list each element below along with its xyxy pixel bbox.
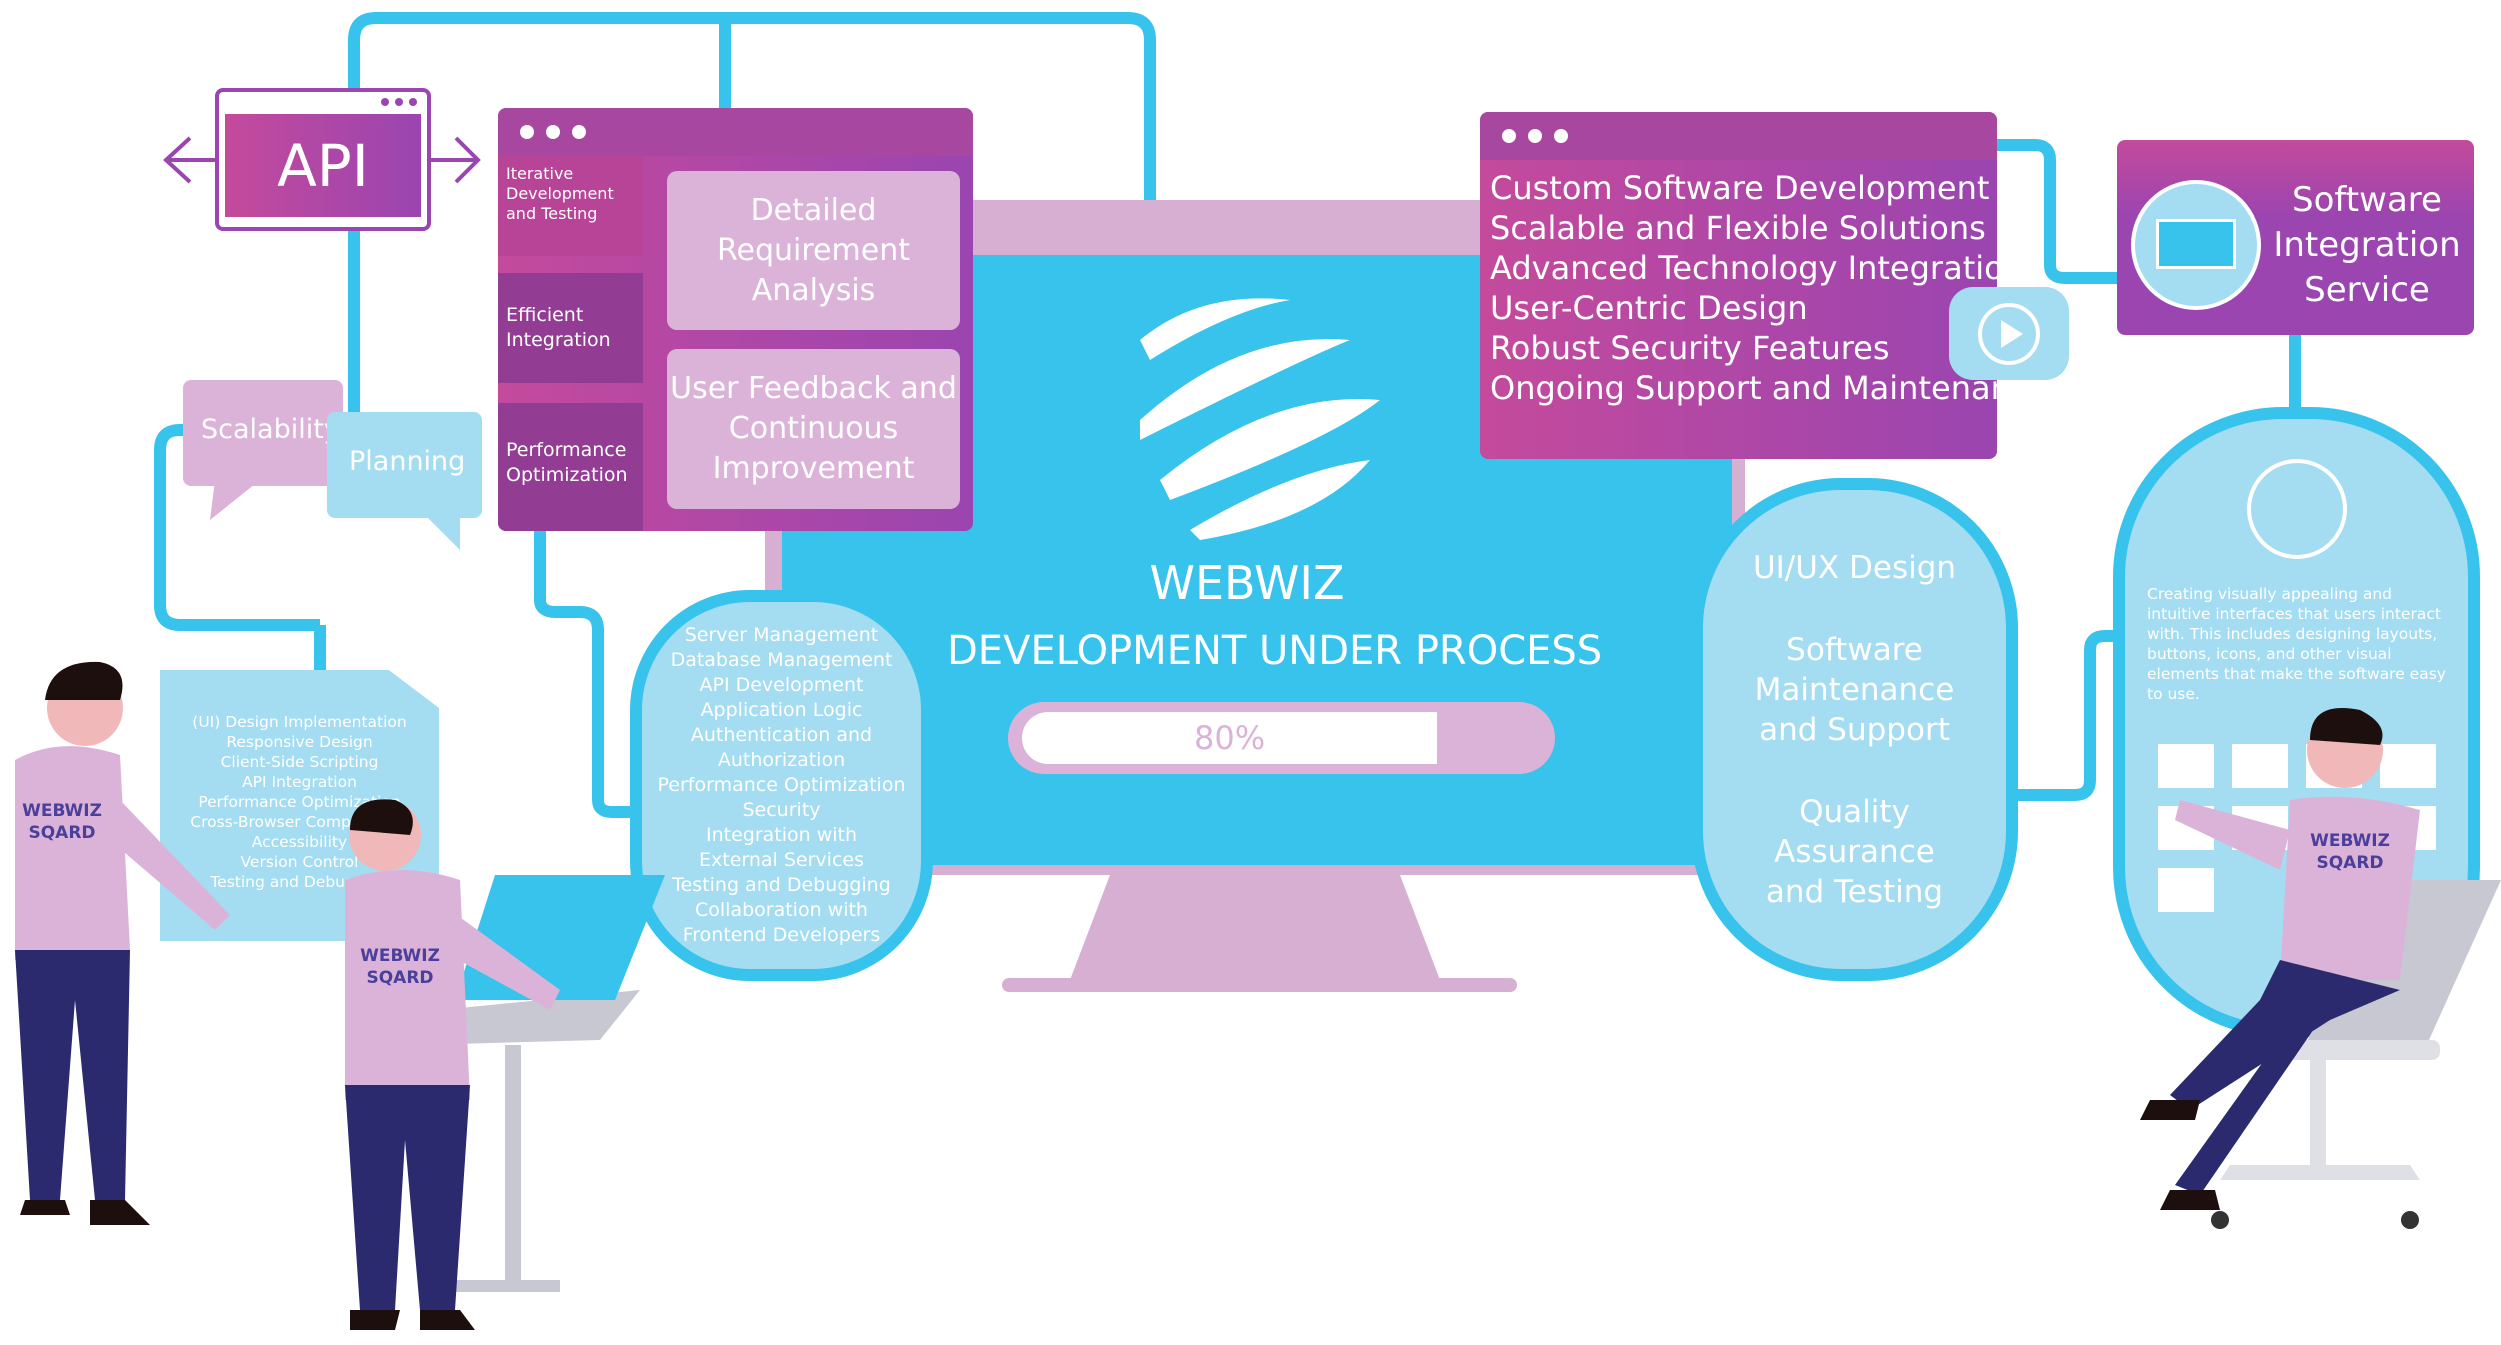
features-window: Custom Software Development Scalable and… — [1480, 112, 2069, 459]
scalability-bubble: Scalability — [183, 380, 343, 486]
api-arrows — [163, 136, 481, 184]
service-item: Quality Assurance and Testing — [1765, 793, 1944, 910]
service-item: UI/UX Design — [1752, 549, 1957, 586]
planning-bubble: Planning — [327, 412, 482, 518]
backend-bubble: Server Management Database Management AP… — [630, 590, 933, 981]
doc-item: API Integration — [242, 773, 357, 791]
requirement-analysis-box: Detailed Requirement Analysis — [667, 171, 960, 330]
doc-item: Cross-Browser Compatibility — [190, 813, 409, 831]
webwiz-logo — [1140, 298, 1380, 540]
frontend-document: (UI) Design Implementation Responsive De… — [160, 670, 439, 941]
backend-item: Security — [742, 799, 821, 821]
doc-item: (UI) Design Implementation — [192, 713, 407, 731]
backend-item: Application Logic — [700, 699, 863, 721]
brand-name: WEBWIZ — [1149, 556, 1345, 610]
api-label: API — [225, 114, 421, 217]
shirt-text: WEBWIZ SQARD — [2310, 831, 2390, 873]
doc-item: Testing and Debugging — [210, 873, 389, 891]
uiux-description: Creating visually appealing and intuitiv… — [2147, 585, 2446, 703]
uiux-bubble: Creating visually appealing and intuitiv… — [2113, 407, 2480, 1037]
progress-label: 80% — [1194, 719, 1266, 757]
doc-item: Performance Optimization — [198, 793, 401, 811]
feature-item: Ongoing Support and Maintenance — [1490, 369, 2049, 407]
doc-item: Responsive Design — [226, 733, 373, 751]
backend-item: Collaboration with Frontend Developers — [682, 899, 881, 946]
integration-box: Software Integration Service — [2117, 140, 2474, 335]
feature-item: Advanced Technology Integration — [1490, 249, 2024, 287]
shirt-text: WEBWIZ SQARD — [360, 946, 440, 988]
feature-item: Scalable and Flexible Solutions — [1490, 209, 1986, 247]
progress-bar: 80% — [1008, 702, 1555, 774]
doc-item: Version Control — [240, 853, 359, 871]
backend-item: Server Management — [684, 624, 879, 646]
design-gear-icon — [2246, 459, 2347, 559]
play-icon — [1978, 302, 2040, 365]
backend-item: Performance Optimization — [657, 774, 906, 796]
feature-item: Robust Security Features — [1490, 329, 1890, 367]
window-titlebar — [1480, 112, 1997, 160]
services-bubble: UI/UX Design Software Maintenance and Su… — [1691, 478, 2018, 981]
play-button[interactable] — [1949, 287, 2069, 380]
icon-grid — [2157, 744, 2436, 912]
monitor-stand — [1070, 875, 1440, 980]
backend-item: Database Management — [670, 649, 893, 671]
window-titlebar — [498, 108, 973, 156]
backend-item: Integration with External Services — [699, 824, 864, 871]
feature-item: User-Centric Design — [1490, 289, 1808, 327]
doc-item: Accessibility — [251, 833, 348, 851]
api-box: API — [215, 88, 431, 231]
side-item-performance: Performance Optimization — [498, 403, 643, 531]
backend-item: Testing and Debugging — [672, 874, 891, 896]
user-feedback-box: User Feedback and Continuous Improvement — [667, 349, 960, 509]
side-item-iterative: Iterative Development and Testing — [498, 156, 643, 256]
computer-icon — [2131, 180, 2261, 310]
integration-label: Software Integration Service — [2273, 180, 2461, 310]
development-window: Iterative Development and Testing Effici… — [498, 108, 973, 531]
backend-item: API Development — [699, 674, 864, 696]
side-item-integration: Efficient Integration — [498, 273, 643, 383]
backend-item: Authentication and Authorization — [690, 724, 873, 771]
progress-fill: 80% — [1022, 712, 1438, 764]
monitor-base — [1002, 978, 1517, 992]
doc-item: Client-Side Scripting — [220, 753, 379, 771]
feature-item: Custom Software Development — [1490, 169, 1990, 207]
shirt-text: WEBWIZ SQARD — [22, 801, 102, 843]
status-text: DEVELOPMENT UNDER PROCESS — [947, 628, 1603, 674]
service-item: Software Maintenance and Support — [1754, 631, 1955, 748]
